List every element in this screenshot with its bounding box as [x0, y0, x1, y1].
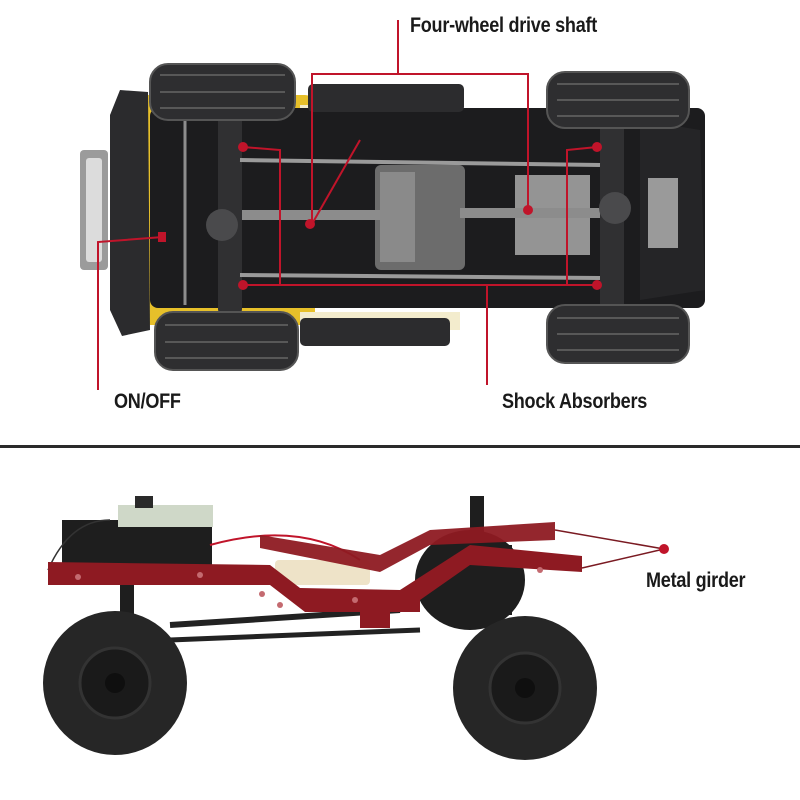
label-on-off: ON/OFF	[114, 390, 181, 413]
callout-lines-drive-shaft	[311, 20, 529, 225]
label-shock-absorbers: Shock Absorbers	[502, 390, 648, 413]
front-bumper	[110, 90, 150, 336]
motor	[275, 560, 370, 585]
chassis-top-view	[80, 20, 705, 390]
callout-lines-shocks	[242, 146, 598, 385]
callout-dots	[158, 142, 602, 290]
callout-lines-girder	[554, 529, 665, 569]
callout-dot-girder	[659, 544, 669, 554]
callout-lines-on-off	[97, 236, 164, 390]
receiver-board	[118, 505, 213, 527]
label-four-wheel-drive-shaft: Four-wheel drive shaft	[410, 14, 598, 37]
metal-frame	[48, 522, 582, 628]
label-metal-girder: Metal girder	[646, 569, 746, 592]
section-divider	[0, 445, 800, 448]
